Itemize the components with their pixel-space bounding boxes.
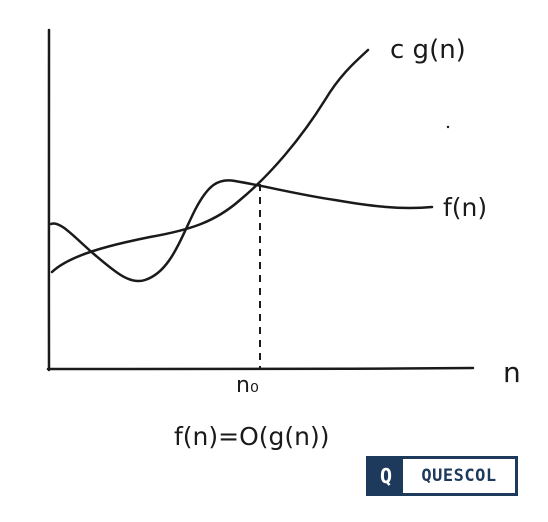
logo-name: QUESCOL — [421, 466, 497, 486]
cg-curve — [50, 48, 370, 274]
x-axis-label: n — [503, 356, 521, 389]
cg-label: c g(n) — [390, 35, 466, 65]
quescol-logo: Q QUESCOL — [366, 456, 518, 496]
x-axis — [46, 366, 475, 371]
stray-dot — [446, 125, 450, 129]
logo-mark: Q — [369, 459, 403, 493]
formula-text: f(n)=O(g(n)) — [174, 422, 330, 451]
f-curve — [49, 179, 434, 283]
f-label: f(n) — [443, 193, 487, 222]
threshold-label: n₀ — [236, 373, 259, 398]
